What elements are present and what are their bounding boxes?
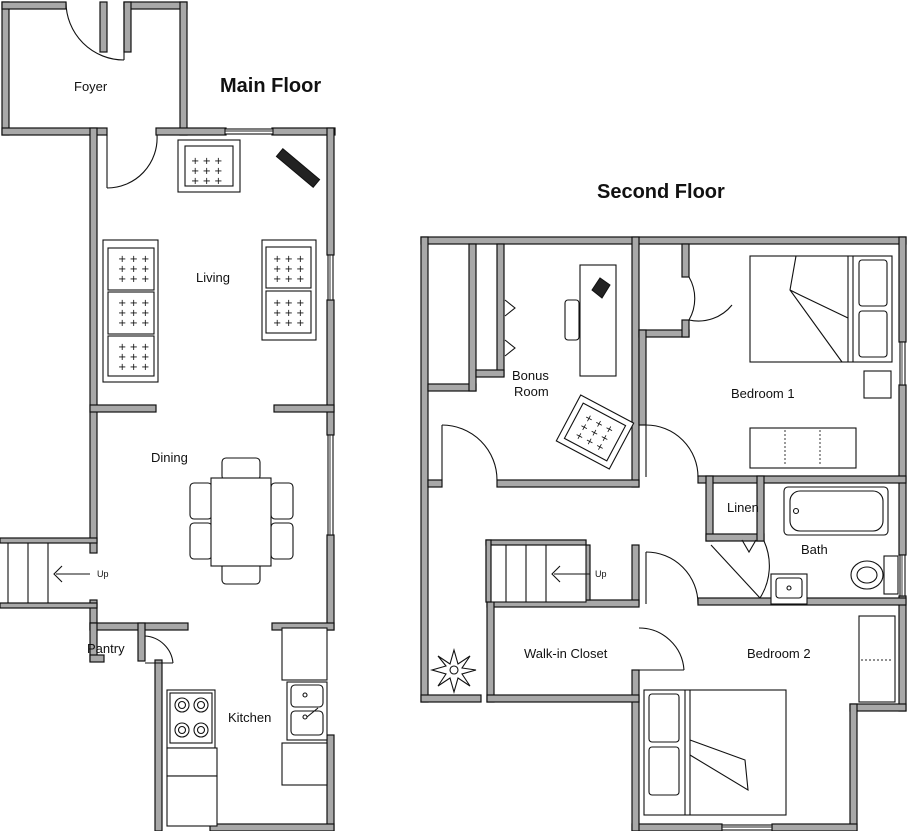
- bedroom1-door-swing: [645, 424, 699, 478]
- dining-label: Dining: [151, 450, 188, 465]
- kitchen-counters: [166, 627, 328, 827]
- svg-text:+ + +: + + +: [118, 308, 150, 319]
- bathtub-icon: [783, 486, 889, 536]
- tv-icon: [275, 148, 321, 188]
- second-floor-title: Second Floor: [597, 181, 725, 203]
- svg-text:+ + +: + + +: [273, 298, 305, 309]
- svg-text:+ + +: + + +: [191, 176, 223, 187]
- bed: [749, 255, 893, 363]
- sink-icon: [286, 681, 328, 741]
- walkin-closet-label: Walk-in Closet: [524, 646, 608, 661]
- toilet-icon: [850, 555, 899, 595]
- svg-text:+ + +: + + +: [273, 318, 305, 329]
- loveseat: + + ++ + ++ + + + + ++ + ++ + +: [261, 239, 317, 341]
- pantry-label: Pantry: [87, 641, 125, 656]
- plant-icon: [429, 647, 477, 695]
- main-floor-title: Main Floor: [220, 75, 321, 97]
- dining-table: [189, 457, 294, 585]
- svg-text:+ + +: + + +: [118, 342, 150, 353]
- desk: [564, 264, 617, 377]
- svg-text:+ + +: + + +: [118, 362, 150, 373]
- linen-door-marker: [741, 539, 757, 554]
- foyer-label: Foyer: [74, 79, 108, 94]
- bed: [643, 689, 787, 816]
- dresser: [858, 615, 896, 703]
- svg-text:+ + +: + + +: [273, 264, 305, 275]
- bonus-room-label-line1: Bonus: [512, 368, 549, 383]
- svg-text:+ + +: + + +: [118, 352, 150, 363]
- svg-text:+ + +: + + +: [273, 274, 305, 285]
- svg-text:+ + +: + + +: [118, 274, 150, 285]
- main-stairs: [0, 537, 98, 609]
- svg-text:+ + +: + + +: [118, 264, 150, 275]
- svg-text:+ + +: + + +: [273, 254, 305, 265]
- armchair: + + + + + + + + +: [177, 139, 241, 193]
- svg-text:+ + +: + + +: [191, 166, 223, 177]
- linen-label: Linen: [727, 500, 759, 515]
- bonus-door-swing: [441, 424, 498, 481]
- svg-text:+ + +: + + +: [191, 156, 223, 167]
- nightstand: [863, 370, 892, 399]
- bath-door-leaf: [710, 544, 761, 599]
- svg-text:+ + +: + + +: [118, 298, 150, 309]
- closet-door-swing: [638, 627, 685, 671]
- closet-shelf-marker: [504, 339, 516, 357]
- bedroom1-closet-door-swing: [688, 276, 733, 322]
- stove-icon: [166, 689, 216, 749]
- main-stairs-up-label: Up: [97, 569, 109, 579]
- svg-text:+ + +: + + +: [273, 308, 305, 319]
- svg-text:+ + +: + + +: [118, 254, 150, 265]
- closet-shelf-marker: [504, 299, 516, 317]
- bonus-room-label-line2: Room: [514, 384, 549, 399]
- main-entry-door-swing: [106, 134, 158, 189]
- dresser: [749, 427, 857, 469]
- bathroom-sink-icon: [770, 573, 808, 605]
- main-floor-walls: [1, 1, 336, 831]
- bedroom2-label: Bedroom 2: [747, 646, 811, 661]
- second-floor-stairs: [485, 539, 590, 603]
- bath-label: Bath: [801, 542, 828, 557]
- second-stairs-up-label: Up: [595, 569, 607, 579]
- bedroom1-label: Bedroom 1: [731, 386, 795, 401]
- living-label: Living: [196, 270, 230, 285]
- svg-text:+ + +: + + +: [118, 318, 150, 329]
- hall-door-swing: [645, 551, 699, 605]
- kitchen-label: Kitchen: [228, 710, 271, 725]
- foyer-door-swing: [65, 1, 125, 61]
- sofa: + + ++ + ++ + + + + ++ + ++ + + + + ++ +…: [102, 239, 159, 383]
- armchair: + + + + + + + + +: [555, 394, 635, 470]
- pantry-door-swing: [144, 635, 174, 664]
